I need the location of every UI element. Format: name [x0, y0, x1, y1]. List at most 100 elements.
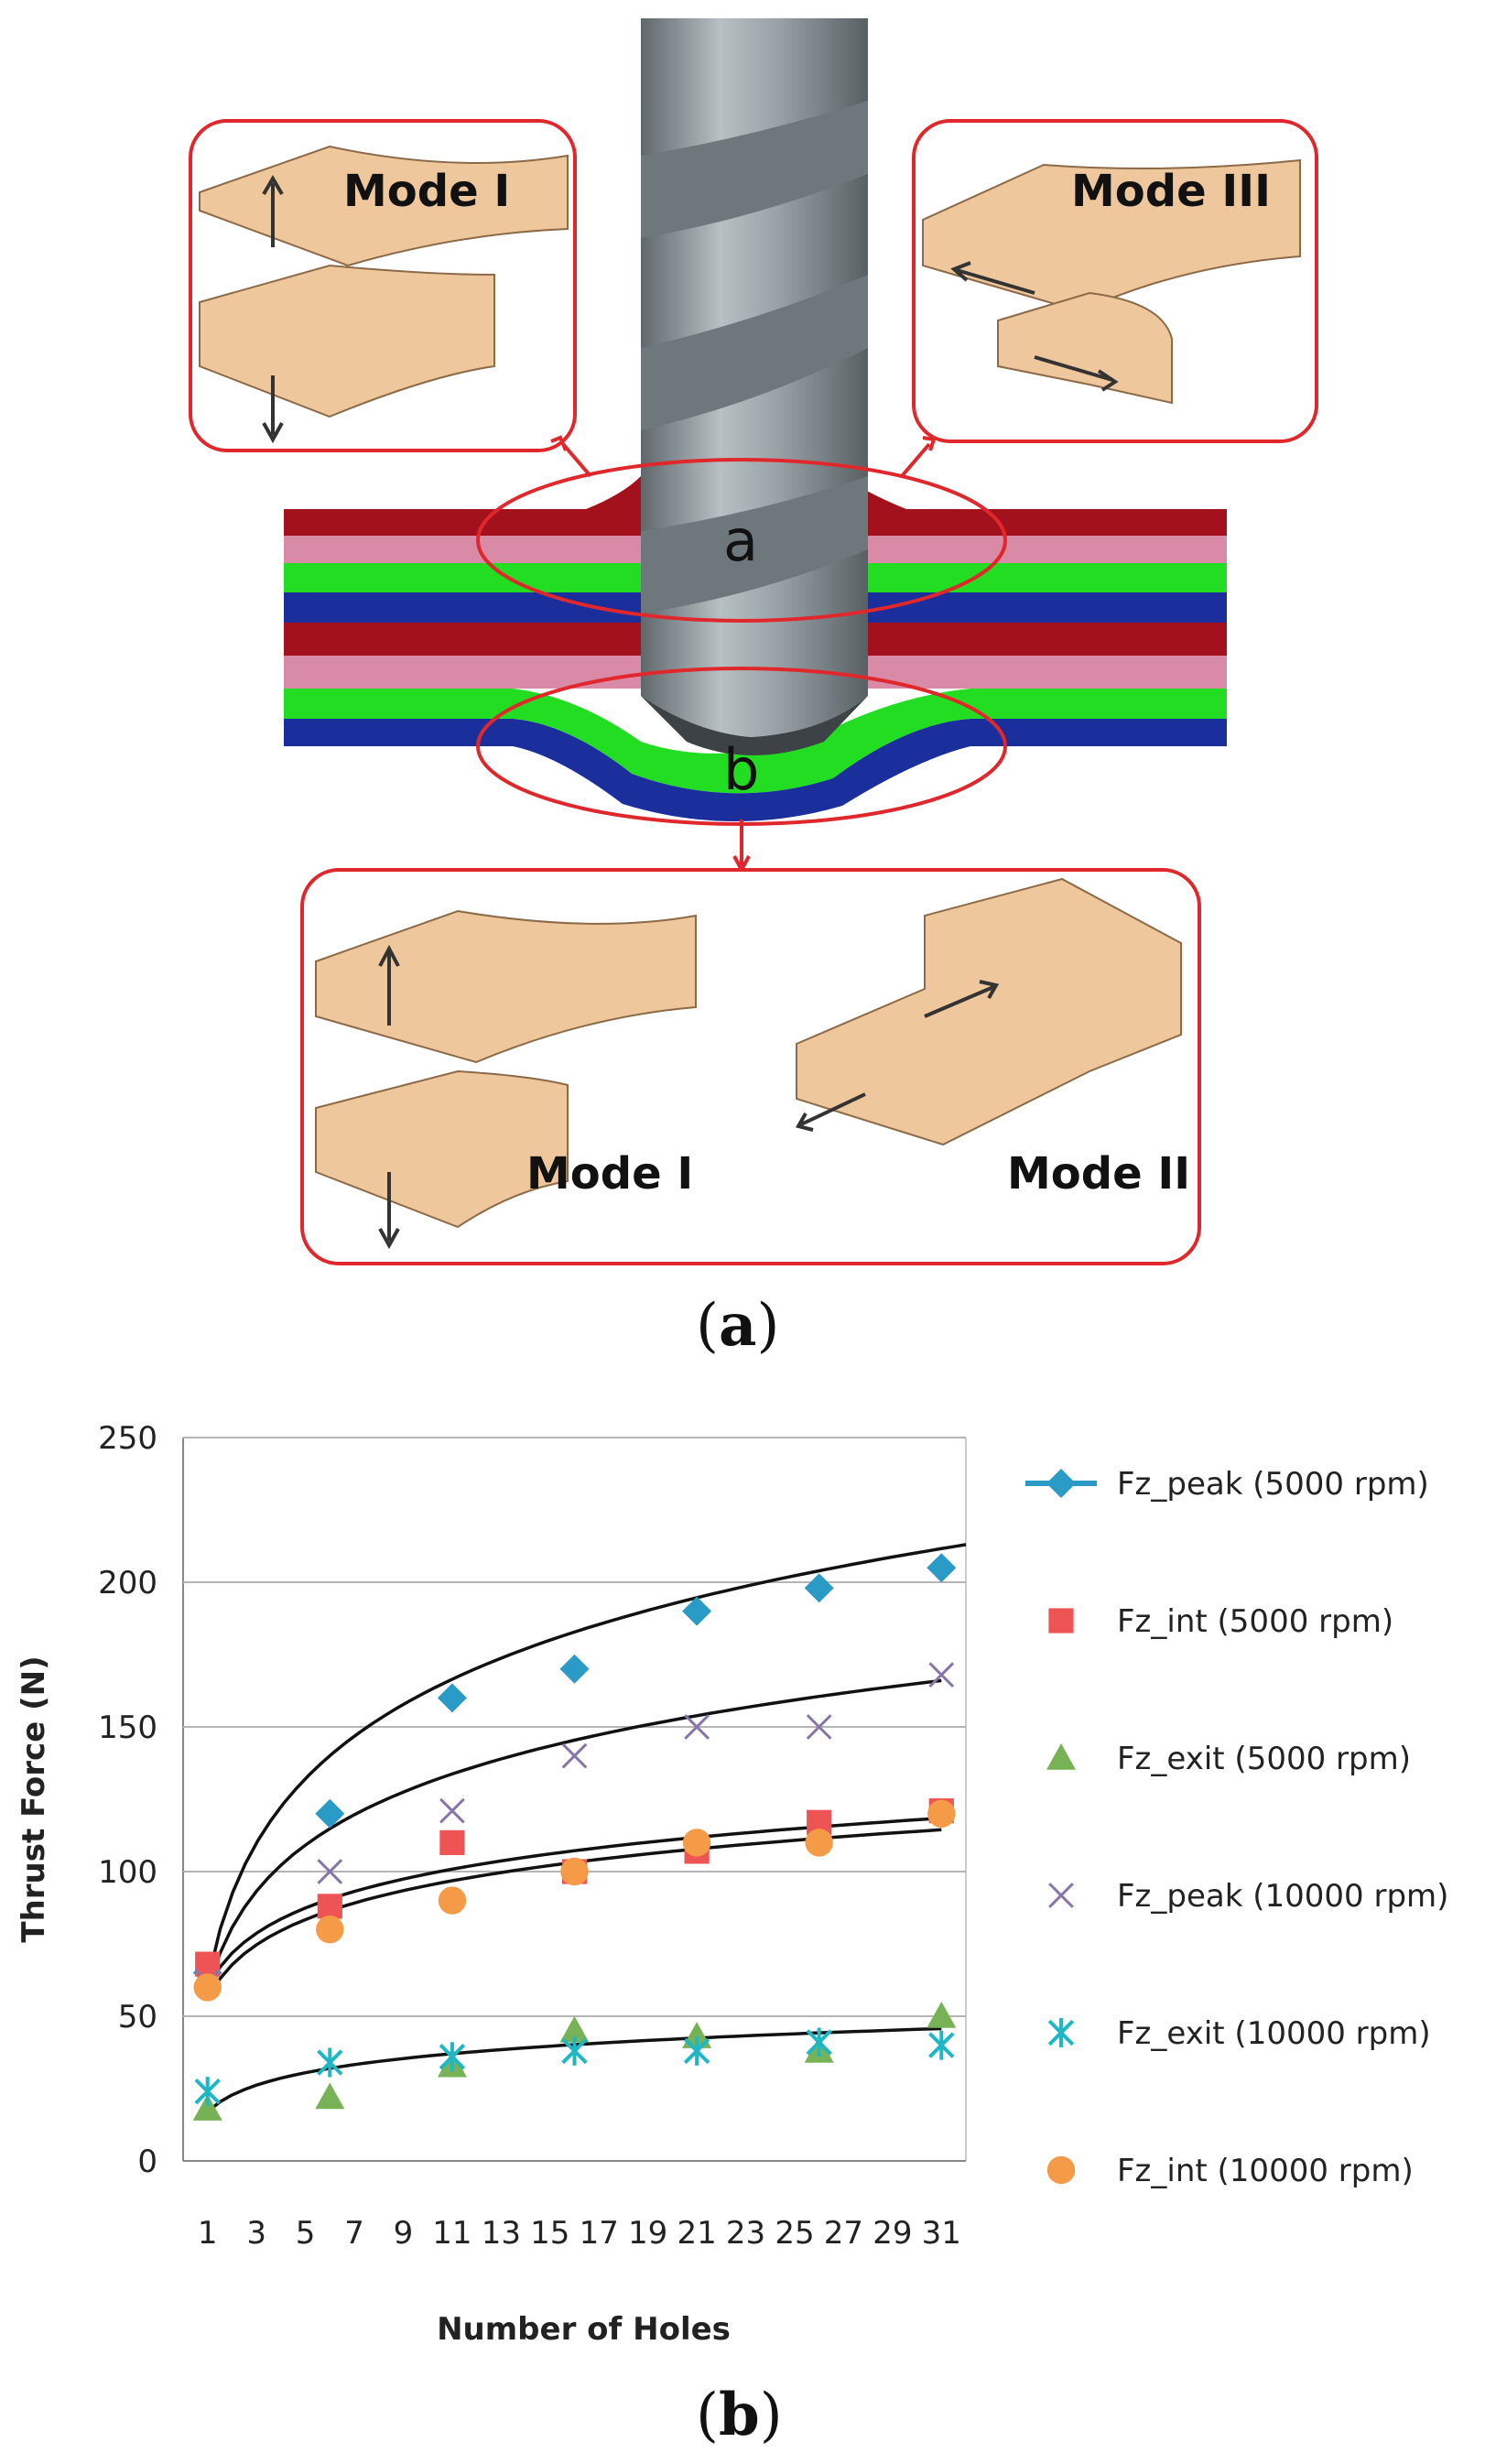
- x-tick-label: 23: [726, 2215, 765, 2252]
- crack-modes-illustration: Mode I Mode III a b: [189, 18, 1318, 1265]
- data-point-s5: [683, 2035, 710, 2066]
- data-point-s4: [317, 1859, 343, 1884]
- wood-block-step: [796, 877, 1182, 1146]
- callout-arrow-top-right: [900, 436, 937, 478]
- x-tick-label: 13: [482, 2215, 521, 2252]
- arrow-left-icon: [950, 261, 1035, 295]
- data-point-s5: [561, 2035, 588, 2066]
- data-point-s5: [317, 2047, 343, 2078]
- data-point-s4: [439, 1797, 465, 1824]
- trendlines: [205, 1543, 967, 2113]
- inset-mode-i-top-left: Mode I: [189, 119, 577, 452]
- data-point-s1: [927, 1553, 957, 1583]
- data-point-s4: [928, 1662, 955, 1688]
- y-tick-label: 150: [98, 1710, 157, 1746]
- zone-label-b: b: [723, 736, 759, 803]
- inset-mode-iii-top-right: Mode III: [912, 119, 1318, 443]
- data-point-s1: [804, 1573, 834, 1603]
- callout-arrow-top-left: [550, 435, 592, 478]
- x-tick-label: 5: [296, 2215, 316, 2252]
- data-point-s1: [559, 1654, 590, 1684]
- data-point-s3: [192, 2094, 222, 2121]
- arrow-right-icon: [1034, 355, 1119, 392]
- trendline-1: [205, 1543, 967, 1982]
- wood-block-lower: [315, 1069, 569, 1229]
- legend-marker: [1047, 2018, 1075, 2047]
- data-point-s3: [559, 2015, 590, 2043]
- y-tick-label: 100: [98, 1854, 157, 1891]
- legend-marker: [1048, 1883, 1074, 1908]
- callout-ellipse-a: [476, 458, 1007, 623]
- legend-marker: [1048, 1608, 1074, 1634]
- data-point-s6: [438, 1886, 467, 1915]
- layer-blue-bent: [284, 719, 1227, 822]
- data-point-s1: [315, 1798, 345, 1829]
- callout-arrow-down: [732, 820, 751, 874]
- mode-label: Mode I: [526, 1148, 693, 1199]
- arrow-down-icon: [378, 1172, 400, 1250]
- data-point-s6: [805, 1829, 833, 1857]
- x-axis-label: Number of Holes: [437, 2311, 731, 2348]
- mode-label: Mode III: [1071, 166, 1271, 217]
- legend-marker: [1046, 1743, 1076, 1770]
- data-point-s3: [927, 2002, 957, 2028]
- wood-block-lower: [997, 291, 1173, 405]
- legend-label: Fz_peak (5000 rpm): [1117, 1466, 1429, 1503]
- caption-b: (b): [696, 2381, 783, 2449]
- x-tick-label: 17: [580, 2215, 619, 2252]
- flute-1: [641, 101, 868, 238]
- legend-marker: [1046, 1469, 1076, 1498]
- x-tick-label: 7: [344, 2215, 364, 2252]
- data-point-s6: [682, 1829, 711, 1857]
- data-point-s4: [806, 1714, 832, 1740]
- y-tick-label: 250: [98, 1420, 157, 1457]
- caption-a: (a): [696, 1291, 780, 1360]
- data-points: [192, 1553, 957, 2121]
- wood-block-upper: [315, 909, 697, 1064]
- x-tick-label: 19: [628, 2215, 667, 2252]
- layer-red-top: [284, 476, 641, 536]
- x-tick-label: 31: [922, 2215, 961, 2252]
- data-point-s6: [560, 1857, 589, 1886]
- data-point-s5: [928, 2030, 955, 2060]
- x-tick-label: 9: [394, 2215, 414, 2252]
- legend-marker: [1046, 2155, 1076, 2185]
- mode-label: Mode II: [1007, 1148, 1190, 1199]
- inset-mode-i-ii-bottom: Mode I Mode II: [300, 868, 1201, 1265]
- arrow-up-icon: [262, 175, 284, 247]
- data-point-s6: [193, 1973, 222, 2002]
- data-point-s4: [561, 1742, 588, 1769]
- wood-block-upper: [199, 145, 569, 267]
- x-tick-label: 25: [775, 2215, 814, 2252]
- data-point-s6: [316, 1916, 344, 1944]
- layer-red-top-right: [842, 476, 1227, 536]
- drill-tip: [641, 696, 868, 755]
- legend-label: Fz_int (5000 rpm): [1117, 1603, 1393, 1640]
- flute-2: [641, 275, 868, 430]
- arrow-down-icon: [262, 375, 284, 444]
- x-tick-label: 3: [246, 2215, 266, 2252]
- legend-label: Fz_exit (5000 rpm): [1117, 1741, 1411, 1777]
- x-tick-label: 27: [824, 2215, 863, 2252]
- layer-green-bent: [284, 689, 1227, 794]
- y-tick-labels: 0 50 100 150 200 250: [98, 1420, 157, 2180]
- legend-label: Fz_int (10000 rpm): [1117, 2153, 1414, 2189]
- legend: Fz_peak (5000 rpm) Fz_int (5000 rpm) Fz_ex…: [1025, 1466, 1448, 2189]
- data-point-s5: [194, 2077, 221, 2107]
- data-point-s3: [315, 2082, 345, 2110]
- flute-3: [641, 476, 868, 613]
- x-tick-label: 29: [873, 2215, 912, 2252]
- data-point-s2: [317, 1894, 342, 1919]
- y-tick-label: 0: [137, 2144, 157, 2180]
- legend-label: Fz_peak (10000 rpm): [1117, 1878, 1448, 1915]
- x-tick-label: 21: [677, 2215, 716, 2252]
- y-tick-label: 50: [118, 1999, 157, 2035]
- wood-block-upper: [922, 158, 1301, 313]
- x-tick-label: 15: [530, 2215, 569, 2252]
- y-tick-label: 200: [98, 1565, 157, 1601]
- arrow-upright-icon: [924, 980, 1000, 1018]
- data-point-s6: [927, 1799, 956, 1828]
- drill-bit: [641, 18, 868, 755]
